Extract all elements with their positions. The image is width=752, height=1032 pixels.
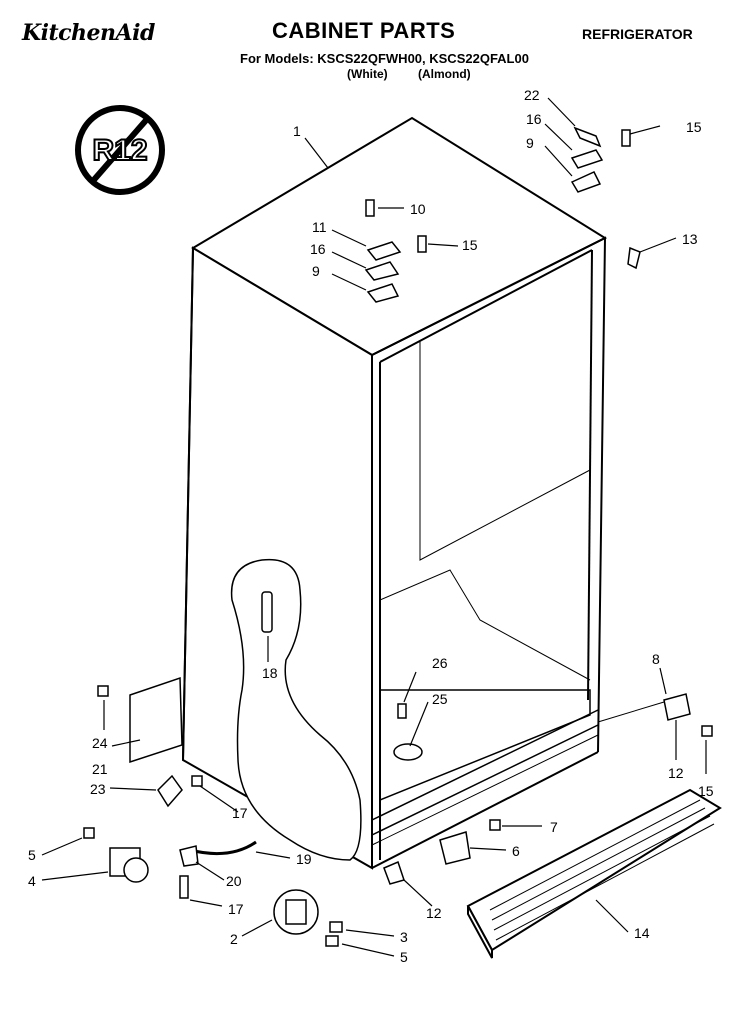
part-label-17-bottom: 17 — [228, 901, 244, 917]
part-label-25: 25 — [432, 691, 448, 707]
color-white-label: (White) — [347, 67, 388, 81]
part-label-21: 21 — [92, 761, 108, 777]
cabinet-shell — [181, 116, 608, 870]
part-label-22: 22 — [524, 87, 540, 103]
part-label-15-right: 15 — [698, 783, 714, 799]
grille — [466, 788, 722, 959]
appliance-category: REFRIGERATOR — [582, 26, 693, 42]
part-label-15-top: 15 — [686, 119, 702, 135]
part-label-6: 6 — [512, 843, 520, 859]
part-label-17-top: 17 — [232, 805, 248, 821]
part-label-16-mid: 16 — [310, 241, 326, 257]
part-label-9-top: 9 — [526, 135, 534, 151]
model-numbers: For Models: KSCS22QFWH00, KSCS22QFAL00 — [240, 51, 529, 66]
part-label-8: 8 — [652, 651, 660, 667]
leader-lines — [41, 97, 707, 957]
hinge-parts — [364, 126, 641, 303]
part-label-9-mid: 9 — [312, 263, 320, 279]
part-label-5-bottom: 5 — [400, 949, 408, 965]
part-label-11: 11 — [312, 219, 327, 235]
part-label-16-top: 16 — [526, 111, 542, 127]
part-label-20: 20 — [226, 873, 242, 889]
lower-parts — [83, 591, 713, 947]
part-label-24: 24 — [92, 735, 108, 751]
part-label-4: 4 — [28, 873, 36, 889]
part-label-26: 26 — [432, 655, 448, 671]
page-title: CABINET PARTS — [272, 18, 456, 43]
part-label-1: 1 — [293, 123, 301, 139]
brand-logo: KitchenAid — [22, 20, 155, 46]
part-label-2: 2 — [230, 931, 238, 947]
part-label-7: 7 — [550, 819, 558, 835]
part-label-10: 10 — [410, 201, 426, 217]
part-label-23: 23 — [90, 781, 106, 797]
part-label-5-left: 5 — [28, 847, 36, 863]
part-label-12-bottom: 12 — [426, 905, 442, 921]
part-label-13: 13 — [682, 231, 698, 247]
r12-badge: R12 — [75, 105, 165, 195]
part-label-18: 18 — [262, 665, 278, 681]
color-almond-label: (Almond) — [418, 67, 471, 81]
part-number-labels: 1 22 16 9 15 10 11 16 9 15 13 18 26 25 8… — [28, 87, 714, 965]
part-label-14: 14 — [634, 925, 650, 941]
part-label-3: 3 — [400, 929, 408, 945]
part-label-15-mid: 15 — [462, 237, 478, 253]
part-label-12-right: 12 — [668, 765, 684, 781]
r12-badge-text: R12 — [92, 134, 147, 167]
part-label-19: 19 — [296, 851, 312, 867]
